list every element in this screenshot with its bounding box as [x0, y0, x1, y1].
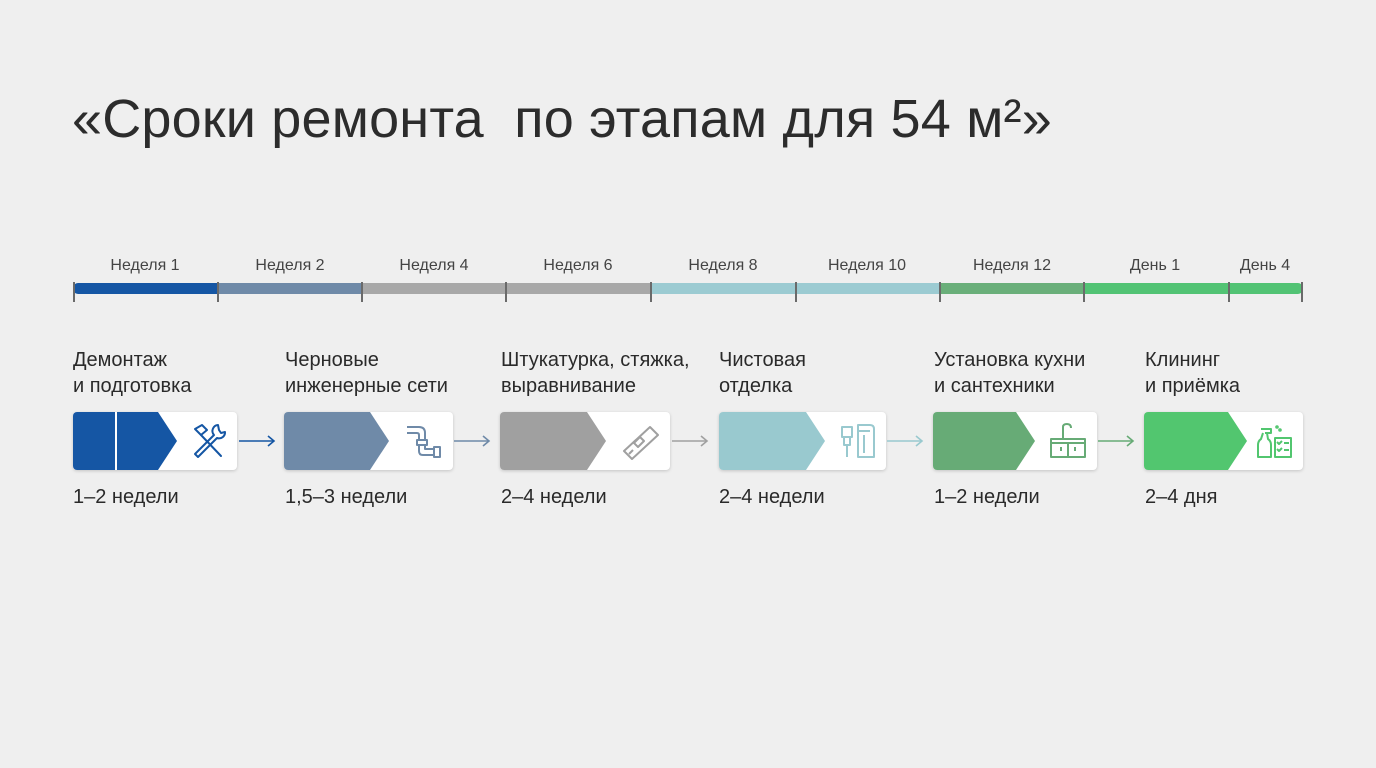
stage-connector-arrow: [672, 435, 709, 447]
timeline-segment: [796, 283, 940, 294]
timeline-label: День 4: [1239, 257, 1291, 274]
stage-title: Демонтаж и подготовка: [73, 349, 192, 397]
timeline-tick: [1301, 282, 1303, 302]
stage-title: Штукатурка, стяжка, выравнивание: [501, 349, 690, 397]
trowel-icon: [623, 426, 659, 460]
timeline-tick: [1083, 282, 1085, 302]
timeline-label: Неделя 10: [827, 257, 907, 274]
timeline-segment: [1229, 283, 1303, 294]
timeline-tick: [505, 282, 507, 302]
timeline-label: Неделя 4: [399, 257, 469, 274]
stage-card: [284, 412, 453, 470]
stage-connector-arrow: [239, 435, 276, 447]
stage-arrow: [719, 412, 825, 470]
stage-duration: 1–2 недели: [73, 486, 179, 508]
page-title: «Сроки ремонта по этапам для 54 м²»: [72, 89, 1052, 149]
timeline-label: Неделя 1: [110, 257, 180, 274]
timeline-segment: [362, 283, 506, 294]
timeline-tick: [1228, 282, 1230, 302]
stage-connector-arrow: [1098, 435, 1135, 447]
timeline-segment: [1084, 283, 1229, 294]
stage-duration: 2–4 недели: [501, 486, 607, 508]
kitchen-sink-icon: [1050, 423, 1086, 458]
timeline-label: Неделя 2: [255, 257, 325, 274]
stage-arrow: [933, 412, 1035, 470]
stage-title: Чистовая отделка: [719, 349, 806, 397]
stage-duration: 2–4 недели: [719, 486, 825, 508]
stage-duration: 1–2 недели: [934, 486, 1040, 508]
timeline-tick: [795, 282, 797, 302]
stage-title: Черновые инженерные сети: [285, 349, 448, 397]
stage-card: [933, 412, 1097, 470]
timeline-segment: [73, 283, 218, 294]
timeline-label: Неделя 6: [543, 257, 613, 274]
timeline-tick: [73, 282, 75, 302]
stage-arrow: [284, 412, 389, 470]
stage-duration: 1,5–3 недели: [285, 486, 408, 508]
timeline-segment: [506, 283, 651, 294]
spray-checklist-icon: [1257, 425, 1292, 458]
stage-title: Клининг и приёмка: [1145, 349, 1241, 397]
timeline-label: Неделя 8: [688, 257, 758, 274]
stage-connector-arrow: [454, 435, 491, 447]
timeline-segment: [218, 283, 362, 294]
stage-duration: 2–4 дня: [1145, 486, 1218, 508]
stage-card: [719, 412, 886, 470]
paint-roll-icon: [841, 424, 875, 458]
timeline: Неделя 1 Неделя 2 Неделя 4 Неделя 6 Неде…: [73, 252, 1303, 312]
timeline-segment: [940, 283, 1084, 294]
stage-arrow: [500, 412, 606, 470]
stage-arrow: [73, 412, 177, 470]
timeline-label: Неделя 12: [972, 257, 1052, 274]
timeline-bar: [73, 283, 1303, 294]
stage-card: [1144, 412, 1303, 470]
hammer-wrench-icon: [194, 424, 226, 458]
timeline-tick: [939, 282, 941, 302]
timeline-tick: [217, 282, 219, 302]
stage-title: Установка кухни и сантехники: [934, 349, 1086, 397]
stage-connector-arrow: [887, 435, 924, 447]
timeline-label: День 1: [1129, 257, 1181, 274]
stage-card: [500, 412, 670, 470]
timeline-tick: [650, 282, 652, 302]
pipes-icon: [407, 426, 441, 458]
timeline-segment: [651, 283, 796, 294]
timeline-tick: [361, 282, 363, 302]
stage-arrow: [1144, 412, 1247, 470]
stage-card: [73, 412, 237, 470]
